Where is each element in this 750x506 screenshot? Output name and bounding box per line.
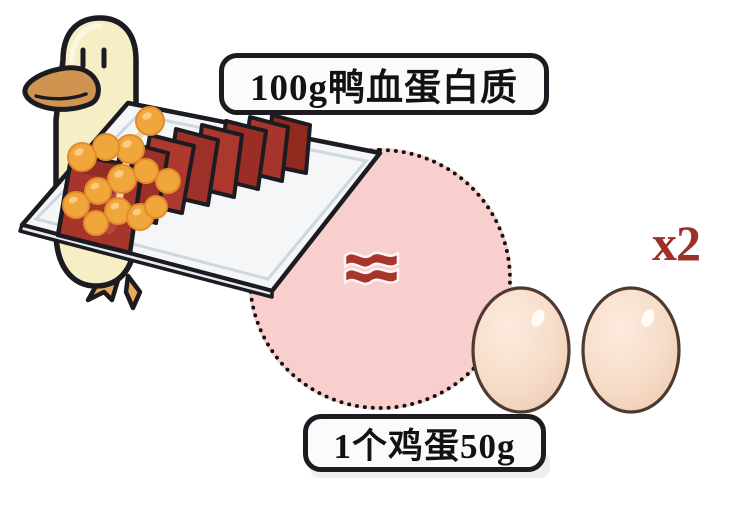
duck-blood-dish	[18, 100, 383, 299]
duck-eyes-icon	[80, 47, 107, 69]
approximately-equal-icon	[343, 251, 400, 286]
egg-callout-label: 1个鸡蛋50g	[303, 414, 546, 472]
egg-two	[581, 286, 681, 414]
multiplier-text: x2	[652, 215, 701, 271]
duck-beak-icon	[22, 65, 101, 112]
protein-callout-label: 100g鸭血蛋白质	[219, 53, 549, 115]
golden-garnish-sprig	[62, 106, 181, 236]
egg-one	[471, 286, 571, 414]
